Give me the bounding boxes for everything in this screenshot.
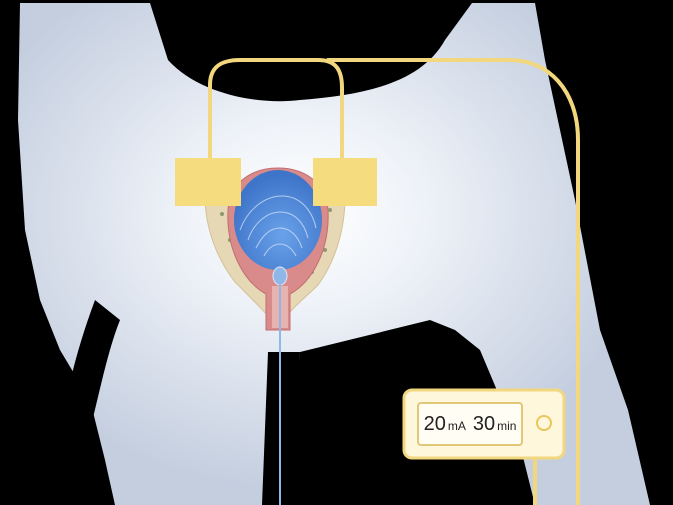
- bladder: [234, 170, 322, 270]
- duration-value: 30: [473, 413, 495, 435]
- current-unit: mA: [448, 419, 466, 433]
- right-electrode: [313, 158, 377, 206]
- current-value: 20: [424, 413, 446, 435]
- left-electrode: [175, 158, 241, 206]
- duration-unit: min: [497, 419, 516, 433]
